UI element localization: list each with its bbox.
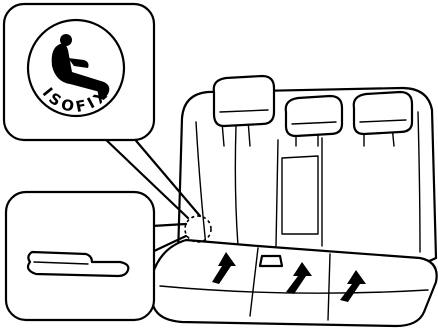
anchor-closeup-inset	[6, 192, 154, 320]
isofix-logo-inset: ISOFIX	[4, 4, 154, 140]
